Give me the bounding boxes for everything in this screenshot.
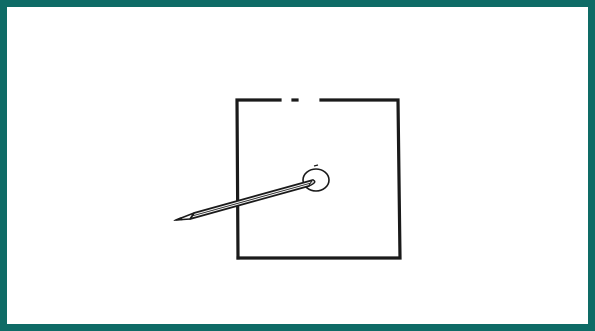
square-left-top-edge xyxy=(237,100,280,258)
pencil-body-line xyxy=(192,183,311,216)
square-right-bottom-edge xyxy=(238,100,400,258)
pencil-lead xyxy=(174,218,182,221)
hole-tick xyxy=(314,165,318,166)
pencil-icon xyxy=(174,180,315,221)
square-outline xyxy=(237,100,400,258)
hole-circle xyxy=(303,169,329,191)
